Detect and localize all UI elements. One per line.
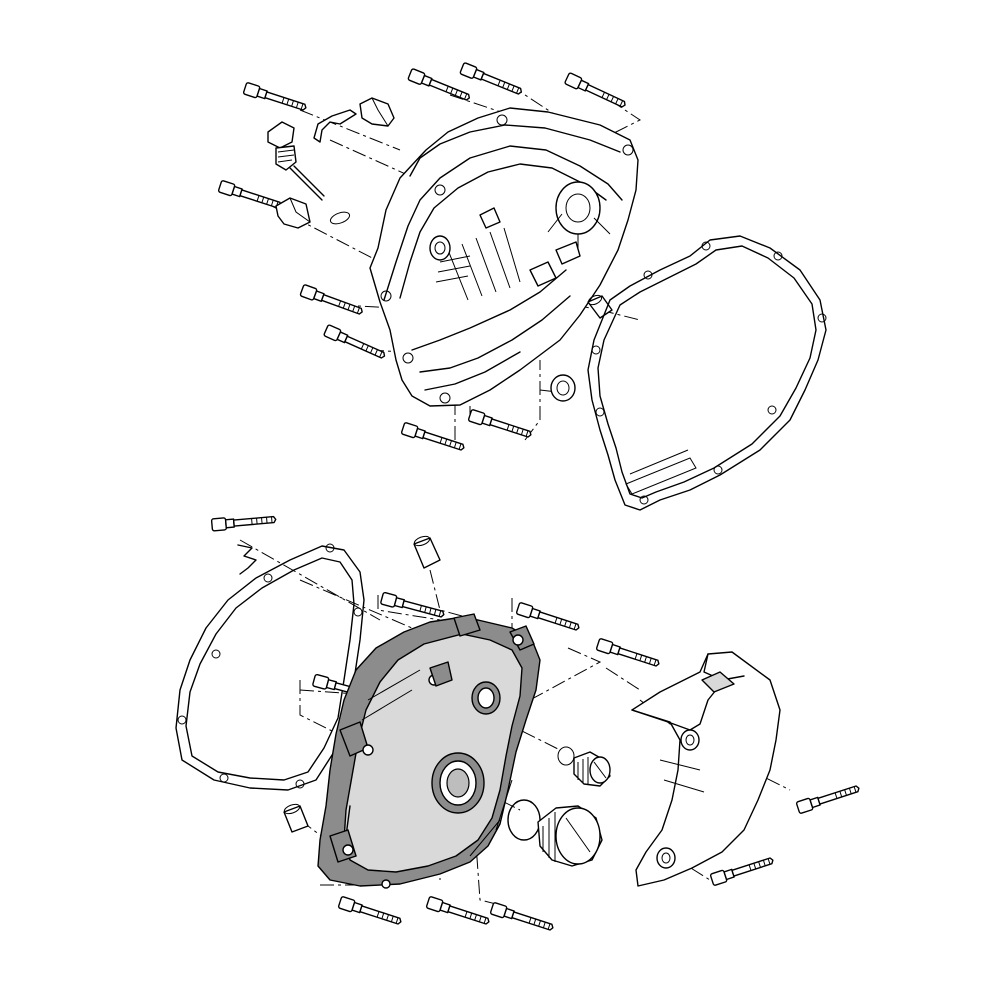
sprocket-cover <box>631 651 781 887</box>
cable-clip <box>275 197 311 229</box>
o-ring-small-upper <box>329 211 351 225</box>
bolt-lower-6 <box>337 895 404 929</box>
gasket-upper <box>587 235 827 511</box>
bolt-upper-4 <box>563 71 629 112</box>
bolt-lower-10 <box>709 853 776 887</box>
o-ring-small-lower <box>557 746 575 766</box>
bolt-lower-7 <box>425 895 492 929</box>
wire-clip-bracket <box>313 97 395 143</box>
timing-plug <box>573 751 611 787</box>
bolt-upper-6 <box>299 283 365 319</box>
crank-cover-plug <box>537 805 603 867</box>
bolt-upper-3 <box>459 61 525 99</box>
dowel-pin-lower-left <box>283 803 309 833</box>
bolt-upper-7 <box>322 323 388 363</box>
bolt-upper-9 <box>467 408 534 442</box>
dowel-pin-lower-top <box>413 535 441 569</box>
generator-cover-highlighted <box>317 613 541 889</box>
bolt-lower-4 <box>595 637 662 671</box>
bolt-upper-8 <box>400 421 467 455</box>
dipstick <box>267 121 325 201</box>
gasket-lower <box>175 543 365 791</box>
lower-assembly <box>175 512 862 935</box>
dowel-pin-upper <box>587 294 613 319</box>
oil-seal-upper <box>550 374 576 402</box>
bolt-lower-1 <box>210 512 277 532</box>
bolt-lower-8 <box>489 901 556 935</box>
bolt-upper-5 <box>217 179 284 213</box>
o-ring-large-lower <box>507 799 541 841</box>
upper-assembly <box>217 61 827 511</box>
bolt-upper-1 <box>242 81 309 115</box>
bolt-lower-9 <box>795 781 862 815</box>
spring-clip <box>237 544 257 575</box>
crankcase-cover-upper <box>369 107 639 407</box>
